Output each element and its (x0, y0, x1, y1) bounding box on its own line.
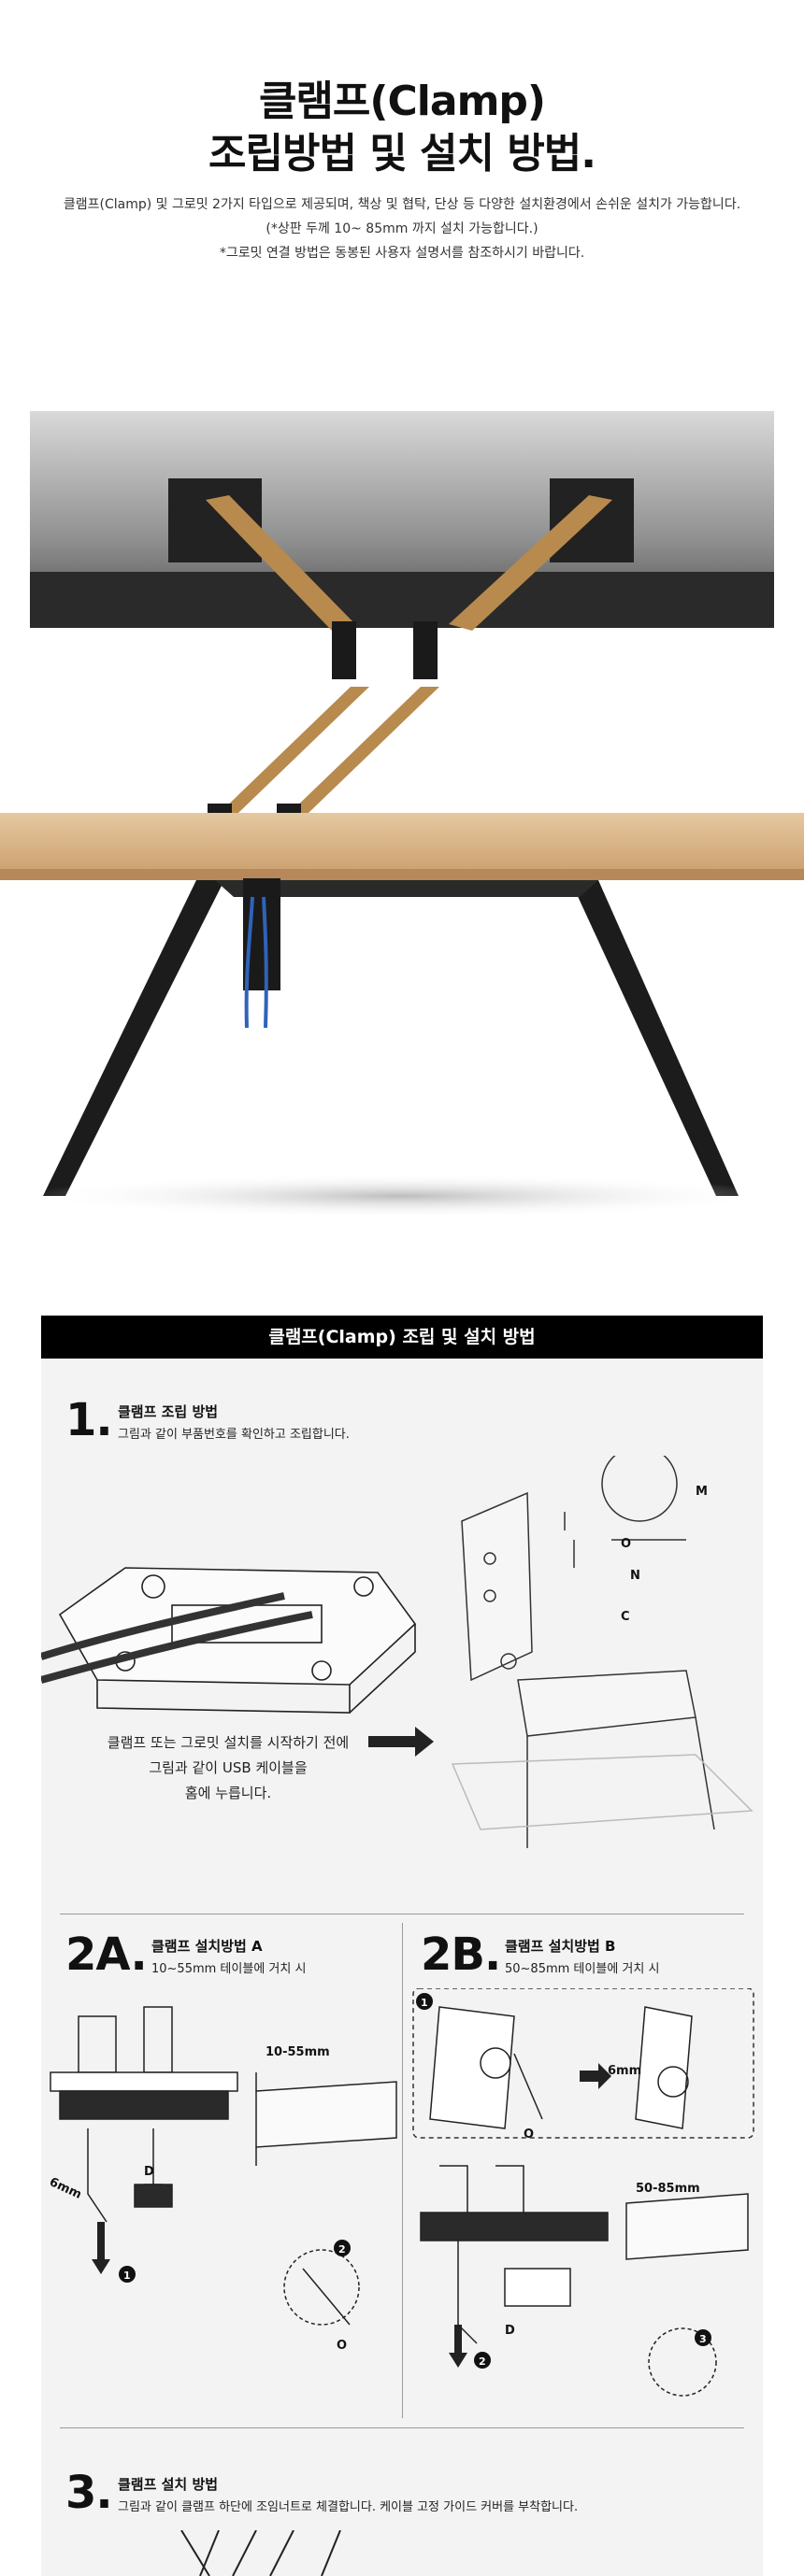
step1-diagram: M O N C (41, 1456, 754, 1848)
hero-section: 클램프(Clamp) 조립방법 및 설치 방법. 클램프(Clamp) 및 그로… (0, 0, 804, 280)
step2b-title: 클램프 설치방법 B (505, 1938, 616, 1955)
instruction-panel: 클램프(Clamp) 조립 및 설치 방법 1. 클램프 조립 방법 그림과 같… (41, 1316, 763, 2576)
circle-2-2a: 2 (338, 2243, 346, 2256)
step1-title: 클램프 조립 방법 (118, 1403, 219, 1420)
usb-note: 클램프 또는 그로밋 설치를 시작하기 전에 그림과 같이 USB 케이블을 홈… (79, 1730, 378, 1806)
thickness-note: (*상판 두께 10~ 85mm 까지 설치 가능합니다.) (266, 221, 538, 236)
exploded-clamp-drawing (451, 1456, 754, 1848)
grommet-note: *그로밋 연결 방법은 동봉된 사용자 설명서를 참조하시기 바랍니다. (219, 246, 585, 261)
part-label-o: O (621, 1537, 631, 1551)
step2b-diagram: 1 6mm O 50-85mm 2 D 3 (412, 1988, 754, 2397)
step3-diagram (180, 2530, 341, 2576)
step2b-desc: 50~85mm 테이블에 거치 시 (505, 1962, 660, 1976)
step2a-number: 2A. (65, 1928, 148, 1981)
hex-label-2b: 6mm (608, 2064, 641, 2078)
divider (60, 2427, 744, 2428)
intro-text: 클램프(Clamp) 및 그로밋 2가지 타입으로 제공되며, 책상 및 협탁,… (63, 197, 741, 212)
monitor-arm (206, 495, 612, 883)
hex-label-2a: 6mm (47, 2175, 83, 2202)
divider (402, 1923, 403, 2418)
page-title-line1: 클램프(Clamp) (258, 78, 546, 125)
usb-note-line1: 클램프 또는 그로밋 설치를 시작하기 전에 (107, 1734, 350, 1751)
product-photo (0, 374, 804, 1218)
usb-note-line3: 홈에 누릅니다. (184, 1785, 272, 1801)
part-label-d-2b: D (505, 2324, 515, 2338)
circle-1-2b: 1 (421, 1997, 428, 2009)
step1-desc: 그림과 같이 부품번호를 확인하고 조립합니다. (118, 1428, 350, 1442)
panel-header: 클램프(Clamp) 조립 및 설치 방법 (41, 1316, 763, 1359)
arrow-icon (368, 1727, 434, 1757)
part-label-o-2b: O (524, 2128, 534, 2142)
part-label-c: C (621, 1610, 630, 1624)
step2a-title: 클램프 설치방법 A (151, 1938, 263, 1955)
step2a-desc: 10~55mm 테이블에 거치 시 (151, 1962, 307, 1976)
step2a-diagram: 10-55mm 6mm D 1 2 O (47, 2006, 397, 2353)
dim-label-2a: 10-55mm (266, 2045, 330, 2059)
desk (0, 813, 804, 1218)
step3-desc: 그림과 같이 클램프 하단에 조임너트로 체결합니다. 케이블 고정 가이드 커… (118, 2500, 579, 2514)
monitor-left (30, 411, 400, 628)
clamp (243, 878, 280, 1029)
clamp-base-drawing (41, 1567, 417, 1714)
step3-title: 클램프 설치 방법 (118, 2476, 219, 2493)
step2b-number: 2B. (421, 1928, 501, 1981)
usb-note-line2: 그림과 같이 USB 케이블을 (149, 1759, 308, 1776)
dim-label-2b: 50-85mm (636, 2182, 700, 2196)
step1-number: 1. (65, 1394, 113, 1446)
part-label-m: M (696, 1485, 708, 1499)
circle-2-2b: 2 (479, 2355, 486, 2368)
part-label-o-2a: O (337, 2339, 347, 2353)
page-title-line2: 조립방법 및 설치 방법. (208, 130, 596, 178)
part-label-d-2a: D (144, 2165, 154, 2179)
part-label-n: N (630, 1569, 640, 1583)
step3-number: 3. (65, 2467, 113, 2519)
circle-1-2a: 1 (123, 2270, 131, 2282)
circle-3-2b: 3 (699, 2333, 707, 2345)
